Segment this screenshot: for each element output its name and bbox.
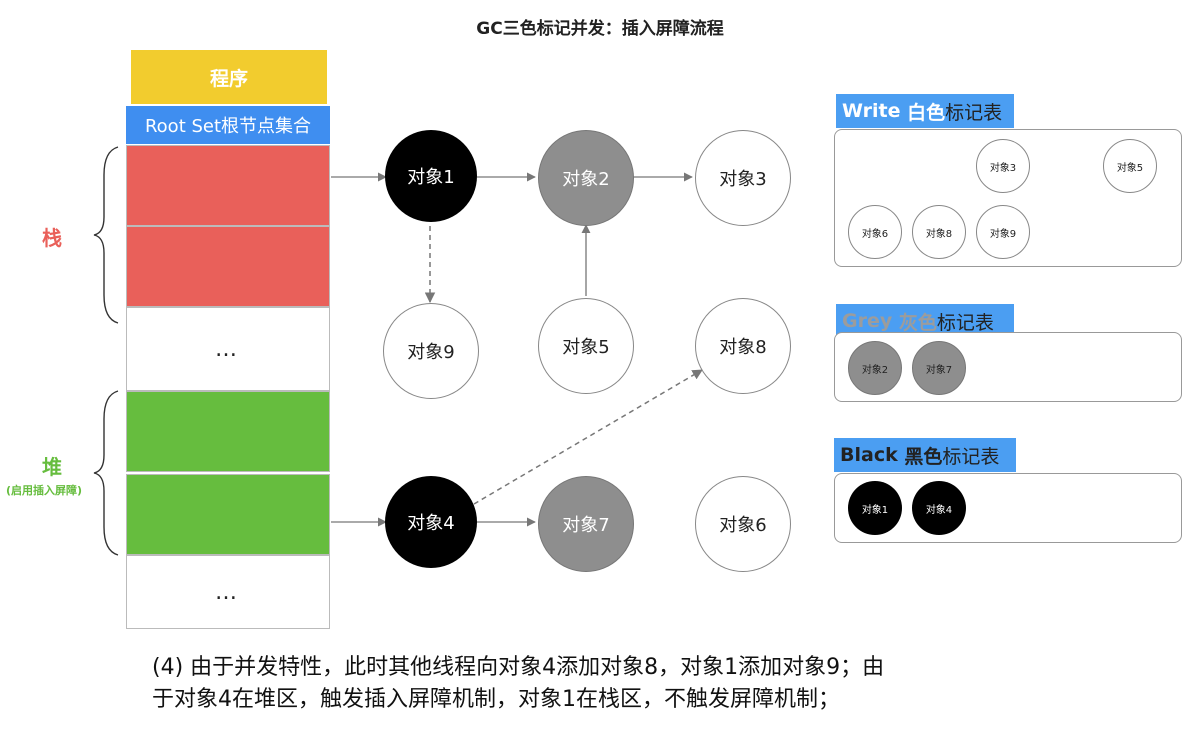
node-obj1: 对象1 xyxy=(385,130,477,222)
node-obj4: 对象4 xyxy=(385,476,477,568)
heap-ellipsis: … xyxy=(126,555,330,629)
edge-obj4-to-obj8 xyxy=(473,369,703,505)
caption-line-2: 于对象4在堆区，触发插入屏障机制，对象1在栈区，不触发屏障机制； xyxy=(152,687,840,712)
node-obj5: 对象5 xyxy=(538,298,634,394)
heap-brace xyxy=(93,390,119,556)
node-obj2: 对象2 xyxy=(538,130,634,226)
heap-slot-1 xyxy=(126,391,330,472)
black-table-name-en: Black xyxy=(840,444,898,466)
black-table-color: 黑色 xyxy=(904,445,943,468)
heap-label: 堆 xyxy=(42,455,62,479)
node-obj9: 对象9 xyxy=(383,303,479,399)
black-table-suffix: 标记表 xyxy=(942,445,1000,468)
node-obj7: 对象7 xyxy=(538,476,634,572)
grey-table-box xyxy=(834,332,1182,402)
grey-item-obj7: 对象7 xyxy=(912,341,966,395)
node-obj3: 对象3 xyxy=(695,130,791,226)
white-item-obj5: 对象5 xyxy=(1103,139,1157,193)
white-table-header: Write 白色标记表 xyxy=(836,94,1014,128)
grey-table-color: 灰色 xyxy=(898,311,937,334)
stack-label: 栈 xyxy=(42,226,62,250)
stack-slot-1 xyxy=(126,145,330,226)
white-item-obj8: 对象8 xyxy=(912,205,966,259)
white-item-obj9: 对象9 xyxy=(976,205,1030,259)
black-table-header: Black 黑色标记表 xyxy=(834,438,1016,472)
black-item-obj1: 对象1 xyxy=(848,481,902,535)
grey-table-name-en: Grey xyxy=(842,310,893,332)
white-item-obj3: 对象3 xyxy=(976,139,1030,193)
heap-barrier-note: (启用插入屏障) xyxy=(6,484,83,497)
white-item-obj6: 对象6 xyxy=(848,205,902,259)
grey-item-obj2: 对象2 xyxy=(848,341,902,395)
stack-slot-2 xyxy=(126,226,330,307)
node-obj6: 对象6 xyxy=(695,476,791,572)
diagram-title: GC三色标记并发：插入屏障流程 xyxy=(476,19,724,39)
stack-brace xyxy=(93,146,119,324)
caption-text: (4) 由于并发特性，此时其他线程向对象4添加对象8，对象1添加对象9；由 于对… xyxy=(152,652,1152,716)
heap-slot-2 xyxy=(126,474,330,555)
stack-ellipsis: … xyxy=(126,307,330,391)
root-set-block: Root Set根节点集合 xyxy=(126,106,330,144)
white-table-name-en: Write xyxy=(842,100,901,122)
white-table-suffix: 标记表 xyxy=(945,101,1003,124)
node-obj8: 对象8 xyxy=(695,298,791,394)
white-table-color: 白色 xyxy=(907,101,946,124)
black-item-obj4: 对象4 xyxy=(912,481,966,535)
grey-table-suffix: 标记表 xyxy=(936,311,994,334)
caption-line-1: (4) 由于并发特性，此时其他线程向对象4添加对象8，对象1添加对象9；由 xyxy=(152,655,885,680)
program-block: 程序 xyxy=(131,50,327,104)
brace-graphics xyxy=(93,146,119,556)
